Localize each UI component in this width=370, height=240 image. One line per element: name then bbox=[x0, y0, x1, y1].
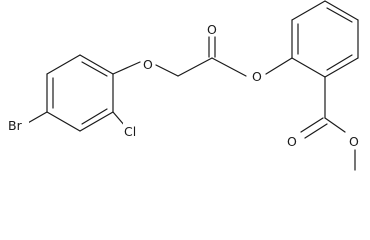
ring2-double-2 bbox=[326, 7, 353, 23]
bond-ester-c-o-double-a bbox=[300, 117, 324, 133]
carbonyl-oxygen-label-2: O bbox=[287, 134, 297, 149]
bond-o-ch2 bbox=[155, 64, 179, 77]
ring2-bond-b bbox=[291, 0, 326, 21]
ring2-double-3 bbox=[326, 54, 353, 71]
bond-c-br bbox=[25, 111, 48, 125]
ring1-double-2 bbox=[81, 108, 108, 125]
molecule-structure: Br Cl O O O O O bbox=[7, 0, 359, 171]
bond-o-ring2 bbox=[265, 57, 293, 75]
ring1-bond-f bbox=[46, 54, 81, 75]
bond-ester-c-o-double-b bbox=[304, 123, 328, 139]
methoxy-oxygen-label: O bbox=[349, 134, 359, 149]
ring1-double-1 bbox=[81, 61, 108, 77]
benzoate-ring bbox=[291, 0, 359, 78]
bond-ester-c-o-single bbox=[324, 117, 346, 133]
bromochlorophenyl-ring bbox=[46, 54, 114, 132]
bond-ch2-co bbox=[177, 57, 213, 77]
ring2-bond-f bbox=[291, 57, 326, 78]
ring2-bond-e bbox=[324, 57, 359, 78]
ester-oxygen-label: O bbox=[252, 69, 262, 84]
ring2-bond-c bbox=[324, 0, 359, 21]
ring1-bond-c bbox=[79, 111, 114, 132]
carbonyl-oxygen-label-1: O bbox=[207, 22, 217, 37]
bromine-label: Br bbox=[8, 118, 23, 133]
ring1-bond-a bbox=[79, 54, 114, 75]
ring1-bond-d bbox=[46, 111, 81, 132]
ether-oxygen-label: O bbox=[143, 57, 153, 72]
bond-co-o-ester bbox=[211, 57, 247, 77]
chlorine-label: Cl bbox=[124, 124, 136, 139]
bond-c-o-ether bbox=[112, 61, 141, 75]
